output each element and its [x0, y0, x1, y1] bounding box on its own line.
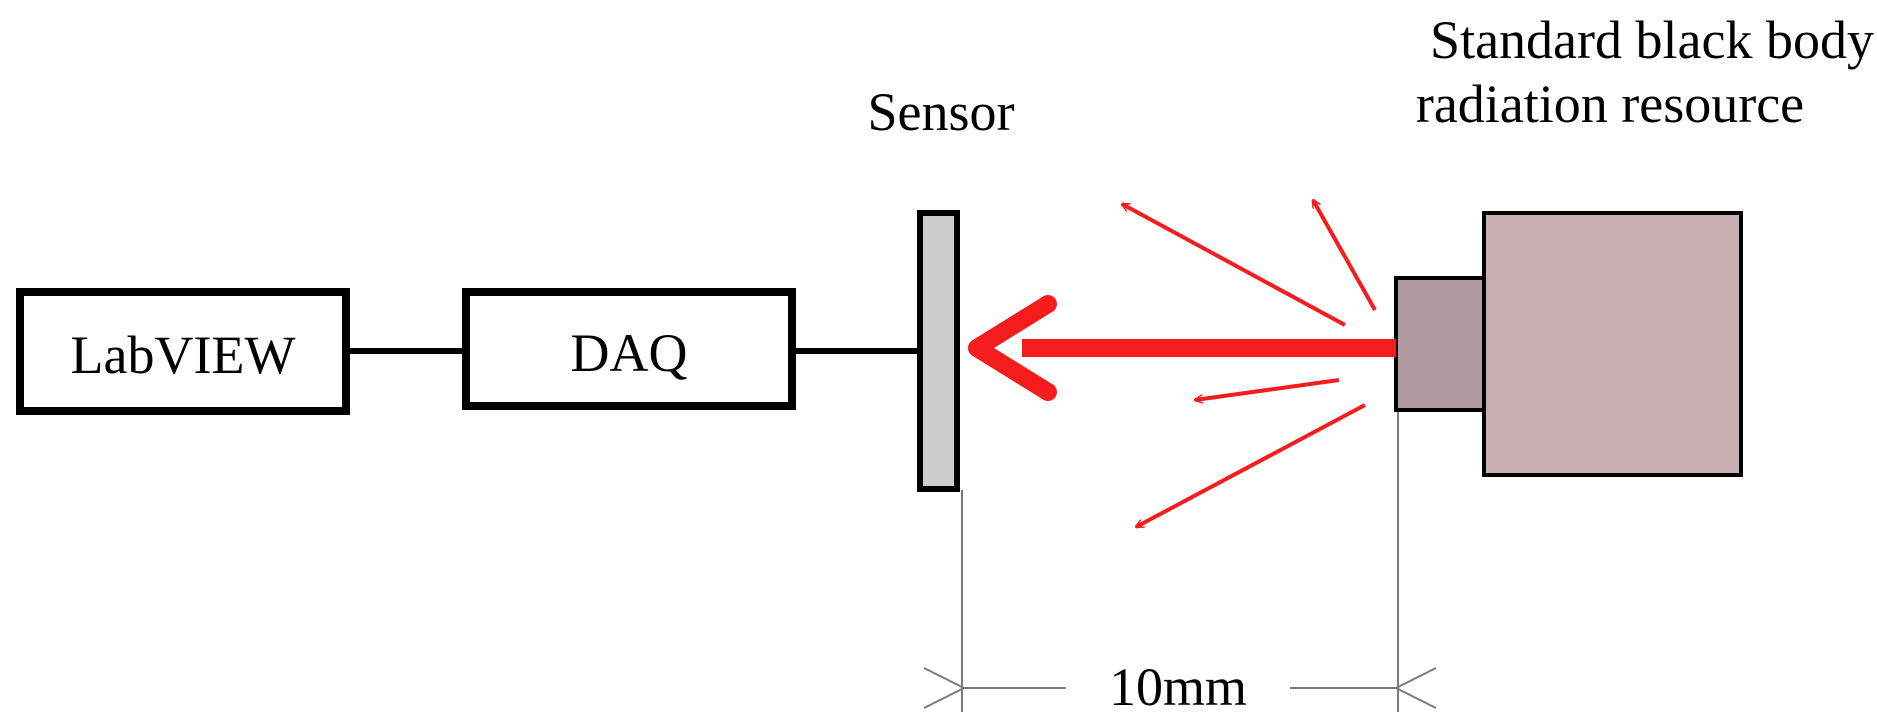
daq-label: DAQ: [571, 323, 688, 383]
scatter-arrow-lower-left: [1136, 403, 1366, 529]
daq-box: DAQ: [462, 288, 796, 410]
distance-label: 10mm: [1109, 657, 1247, 717]
source-title-line2: radiation resource: [1416, 74, 1804, 134]
main-radiation-arrow: [968, 295, 1396, 401]
source-nozzle: [1394, 276, 1486, 412]
source-title-line1: Standard black body: [1430, 10, 1874, 70]
source-body: [1482, 211, 1743, 477]
labview-label: LabVIEW: [71, 325, 296, 385]
scatter-arrow-lower: [1195, 378, 1340, 400]
sensor-plate: [917, 210, 960, 492]
sensor-label: Sensor: [868, 82, 1015, 142]
scatter-arrow-upper: [1311, 200, 1377, 311]
scattered-radiation-arrows: [1122, 200, 1377, 529]
labview-box: LabVIEW: [16, 288, 350, 415]
scatter-arrow-upper-left: [1122, 202, 1346, 327]
blackbody-source: [1394, 211, 1743, 477]
distance-dimension: 10mm: [923, 412, 1437, 717]
